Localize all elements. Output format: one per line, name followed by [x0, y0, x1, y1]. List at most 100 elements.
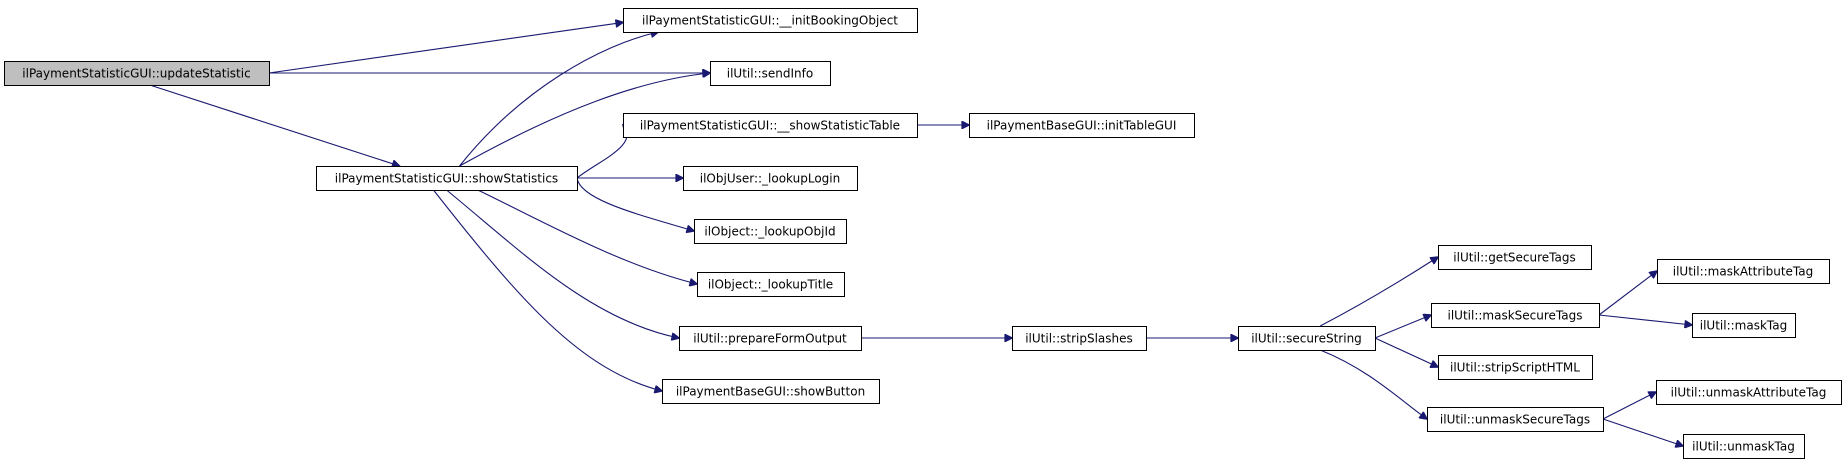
node-showStatistics[interactable]: ilPaymentStatisticGUI::showStatistics [316, 166, 578, 191]
edge-line [1598, 314, 1692, 325]
node-box[interactable] [969, 113, 1195, 138]
node-box[interactable] [623, 8, 918, 33]
edge-line [433, 189, 662, 391]
node-box[interactable] [316, 166, 578, 191]
node-box[interactable] [694, 219, 847, 244]
node-box[interactable] [623, 113, 918, 138]
node-box[interactable] [1012, 326, 1147, 351]
node-box[interactable] [662, 379, 880, 404]
node-label: ilObject::_lookupObjId [704, 225, 835, 239]
node-label: ilPaymentBaseGUI::showButton [676, 385, 865, 399]
node-lookupLogin[interactable]: ilObjUser::_lookupLogin [683, 166, 858, 191]
node-secureString[interactable]: ilUtil::secureString [1238, 326, 1376, 351]
edge-showStatistics-to-showButton [433, 189, 662, 391]
node-maskSecureTags[interactable]: ilUtil::maskSecureTags [1431, 303, 1600, 328]
node-box[interactable] [710, 61, 831, 86]
node-label: ilUtil::sendInfo [727, 67, 813, 81]
node-label: ilPaymentStatisticGUI::__showStatisticTa… [640, 119, 900, 133]
node-box[interactable] [1438, 355, 1593, 380]
edge-secureString-to-maskSecureTags [1374, 315, 1431, 339]
edge-updateStatistic-to-initBookingObject [268, 22, 623, 74]
edge-line [446, 189, 680, 338]
edge-maskSecureTags-to-maskTag [1598, 314, 1692, 325]
node-unmaskSecureTags[interactable]: ilUtil::unmaskSecureTags [1427, 407, 1604, 432]
node-updateStatistic[interactable]: ilPaymentStatisticGUI::updateStatistic [4, 61, 270, 86]
node-initTableGUI[interactable]: ilPaymentBaseGUI::initTableGUI [969, 113, 1195, 138]
node-initBookingObject[interactable]: ilPaymentStatisticGUI::__initBookingObje… [623, 8, 918, 33]
node-label: ilUtil::maskAttributeTag [1673, 265, 1813, 279]
edge-line [459, 32, 659, 167]
node-box[interactable] [1427, 407, 1604, 432]
node-prepareFormOutput[interactable]: ilUtil::prepareFormOutput [679, 326, 862, 351]
node-label: ilUtil::prepareFormOutput [693, 332, 847, 346]
edge-unmaskSecureTags-to-unmaskTag [1602, 418, 1683, 446]
node-box[interactable] [683, 166, 858, 191]
edge-line [576, 125, 627, 179]
edge-line [477, 189, 697, 284]
node-label: ilUtil::unmaskSecureTags [1440, 413, 1590, 427]
node-box[interactable] [1683, 434, 1805, 459]
edge-line [1598, 271, 1657, 316]
node-box[interactable] [1431, 303, 1600, 328]
edge-line [1602, 392, 1656, 420]
node-unmaskTag[interactable]: ilUtil::unmaskTag [1683, 434, 1805, 459]
edge-line [576, 177, 694, 231]
nodes-layer: ilPaymentStatisticGUI::updateStatisticil… [4, 8, 1842, 459]
edge-line [1319, 349, 1427, 419]
edge-line [1602, 418, 1683, 446]
node-label: ilObjUser::_lookupLogin [700, 172, 840, 186]
node-label: ilUtil::unmaskTag [1692, 440, 1795, 454]
edge-showStatistics-to-sendInfo [459, 73, 710, 167]
node-showButton[interactable]: ilPaymentBaseGUI::showButton [662, 379, 880, 404]
node-label: ilObject::_lookupTitle [708, 278, 833, 292]
node-box[interactable] [1238, 326, 1376, 351]
node-showStatisticTable[interactable]: ilPaymentStatisticGUI::__showStatisticTa… [623, 113, 918, 138]
edges-layer [149, 22, 1692, 446]
node-box[interactable] [697, 272, 845, 297]
edge-line [1319, 257, 1438, 327]
node-maskAttributeTag[interactable]: ilUtil::maskAttributeTag [1657, 259, 1830, 284]
node-label: ilUtil::getSecureTags [1453, 251, 1575, 265]
edge-showStatistics-to-initBookingObject [459, 32, 659, 167]
node-label: ilPaymentStatisticGUI::updateStatistic [22, 67, 250, 81]
node-getSecureTags[interactable]: ilUtil::getSecureTags [1438, 245, 1592, 270]
edge-secureString-to-getSecureTags [1319, 257, 1438, 327]
edge-showStatistics-to-lookupObjId [576, 177, 694, 231]
node-box[interactable] [1657, 259, 1830, 284]
edge-updateStatistic-to-showStatistics [149, 84, 400, 166]
edge-secureString-to-stripScriptHTML [1374, 337, 1438, 367]
node-sendInfo[interactable]: ilUtil::sendInfo [710, 61, 831, 86]
node-label: ilUtil::maskSecureTags [1448, 309, 1583, 323]
node-label: ilPaymentBaseGUI::initTableGUI [987, 119, 1177, 133]
node-stripScriptHTML[interactable]: ilUtil::stripScriptHTML [1438, 355, 1593, 380]
node-label: ilUtil::maskTag [1700, 319, 1787, 333]
node-label: ilUtil::stripScriptHTML [1450, 361, 1580, 375]
edge-maskSecureTags-to-maskAttributeTag [1598, 271, 1657, 316]
node-label: ilUtil::stripSlashes [1025, 332, 1133, 346]
node-lookupObjId[interactable]: ilObject::_lookupObjId [694, 219, 847, 244]
node-box[interactable] [1656, 380, 1842, 405]
edge-showStatistics-to-prepareFormOutput [446, 189, 680, 338]
node-stripSlashes[interactable]: ilUtil::stripSlashes [1012, 326, 1147, 351]
edge-showStatistics-to-lookupTitle [477, 189, 697, 284]
edge-line [459, 73, 710, 167]
node-label: ilPaymentStatisticGUI::showStatistics [335, 172, 558, 186]
node-unmaskAttributeTag[interactable]: ilUtil::unmaskAttributeTag [1656, 380, 1842, 405]
node-box[interactable] [4, 61, 270, 86]
node-maskTag[interactable]: ilUtil::maskTag [1692, 313, 1796, 338]
node-label: ilUtil::secureString [1251, 332, 1362, 346]
node-box[interactable] [1438, 245, 1592, 270]
edge-secureString-to-unmaskSecureTags [1319, 349, 1427, 419]
edge-line [268, 22, 623, 74]
edge-line [149, 84, 400, 166]
edge-line [1374, 315, 1431, 339]
edge-line [1374, 337, 1438, 367]
node-label: ilUtil::unmaskAttributeTag [1671, 386, 1827, 400]
node-box[interactable] [679, 326, 862, 351]
edge-showStatistics-to-showStatisticTable [576, 125, 627, 179]
node-box[interactable] [1692, 313, 1796, 338]
node-lookupTitle[interactable]: ilObject::_lookupTitle [697, 272, 845, 297]
edge-unmaskSecureTags-to-unmaskAttributeTag [1602, 392, 1656, 420]
node-label: ilPaymentStatisticGUI::__initBookingObje… [642, 14, 898, 28]
